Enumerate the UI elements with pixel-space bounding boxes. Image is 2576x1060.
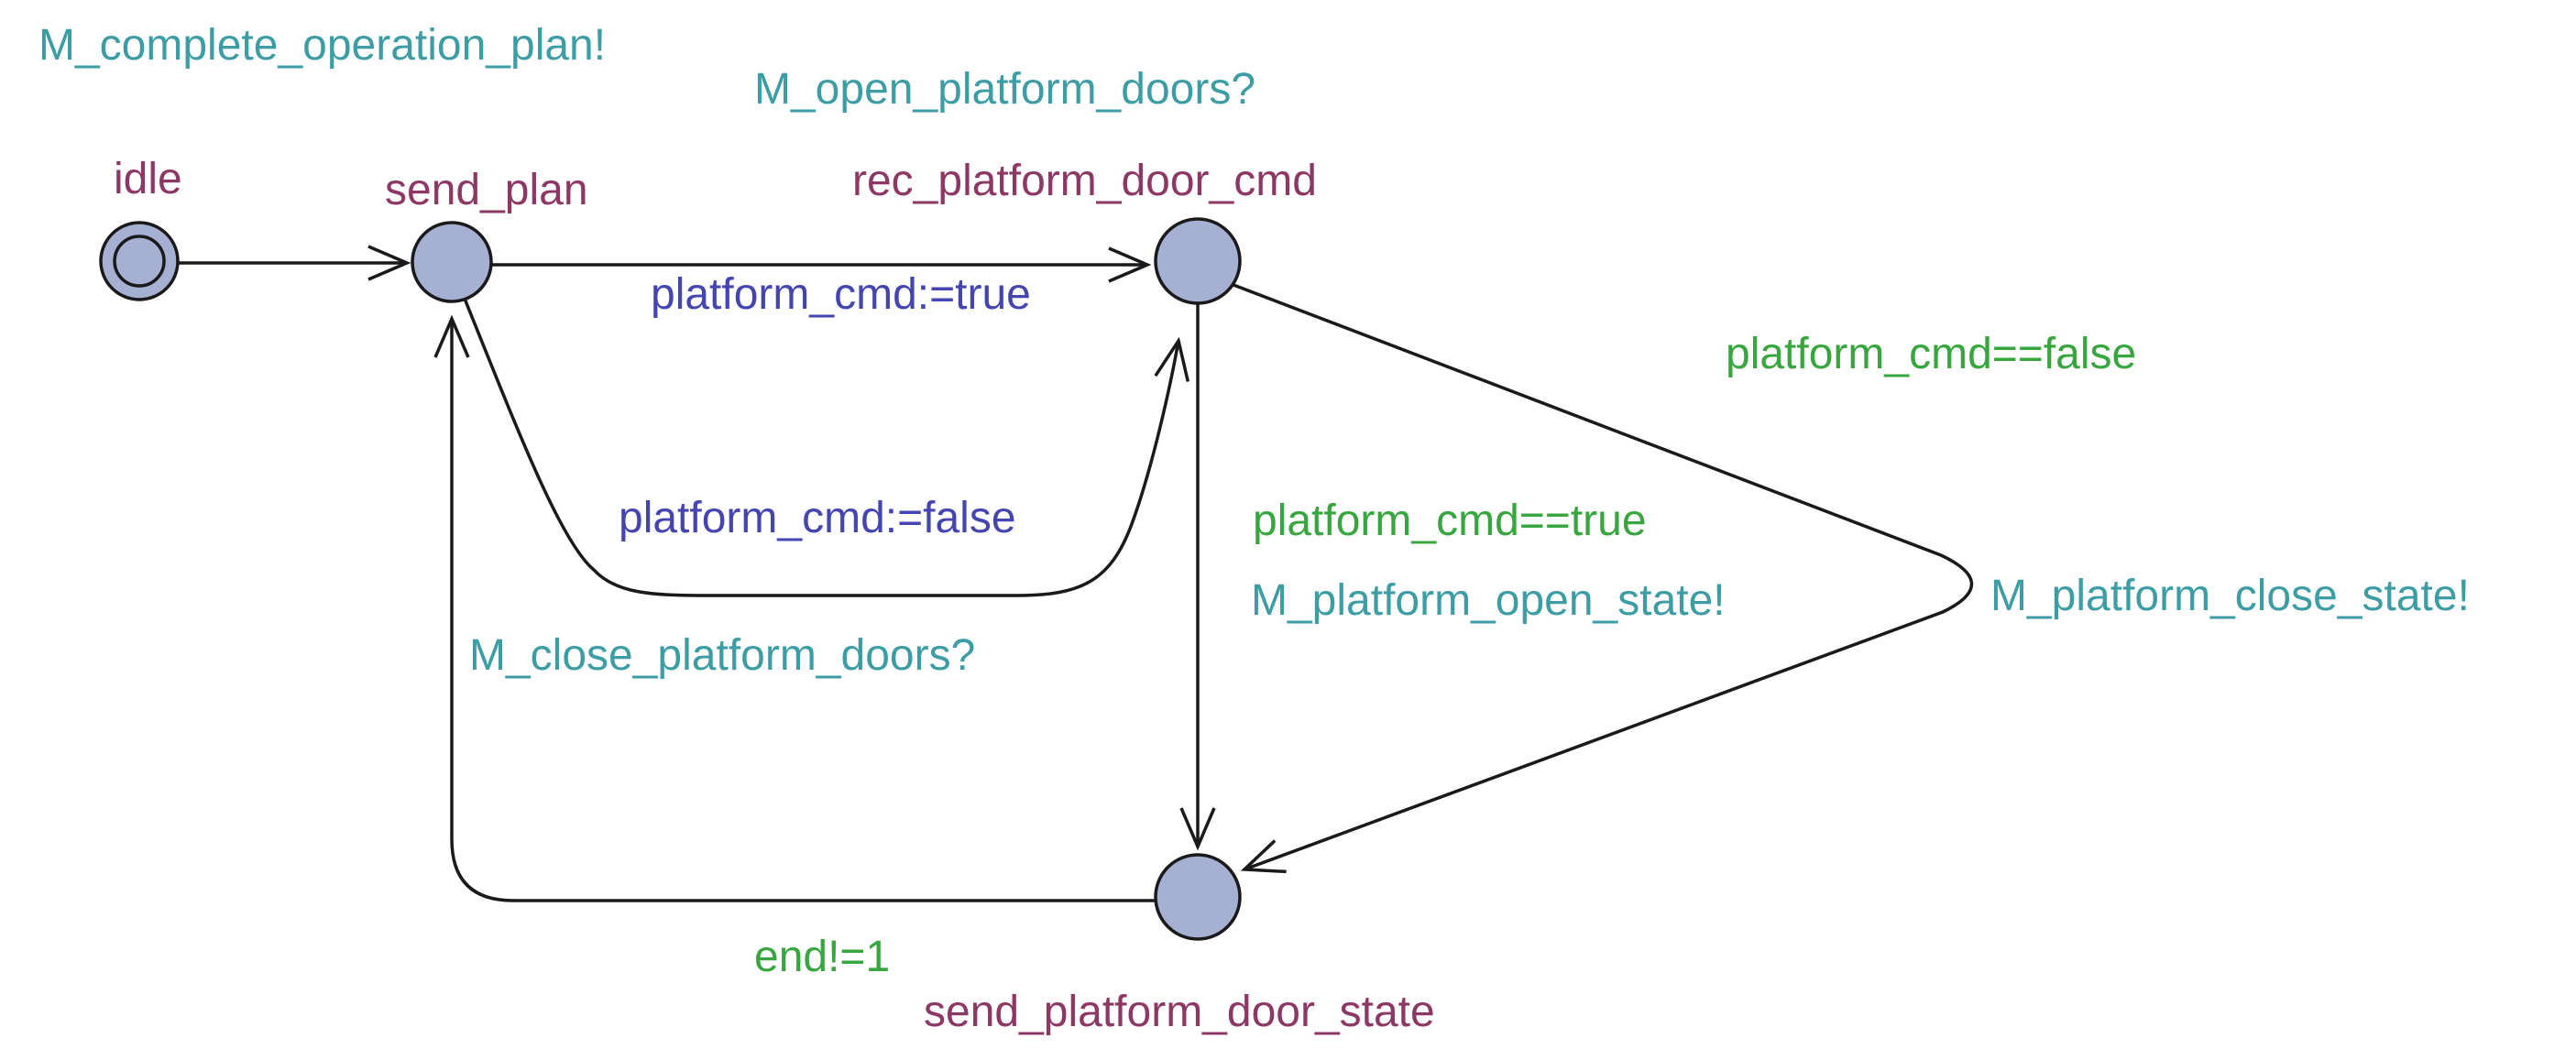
edge-send-state-to-send-plan-return[interactable]	[433, 314, 1156, 902]
label-sync-close-platform-doors[interactable]: M_close_platform_doors?	[469, 631, 976, 680]
label-location-send-plan[interactable]: send_plan	[385, 166, 588, 214]
label-sync-complete-operation-plan[interactable]: M_complete_operation_plan!	[38, 21, 607, 70]
label-update-platform-cmd-false[interactable]: platform_cmd:=false	[619, 494, 1016, 542]
label-guard-end-neq-1[interactable]: end!=1	[754, 933, 891, 981]
label-location-send-platform-door-state[interactable]: send_platform_door_state	[924, 988, 1435, 1036]
label-sync-open-platform-doors[interactable]: M_open_platform_doors?	[754, 65, 1256, 114]
label-guard-platform-cmd-eq-false[interactable]: platform_cmd==false	[1726, 330, 2137, 378]
label-guard-platform-cmd-eq-true[interactable]: platform_cmd==true	[1253, 497, 1647, 545]
label-sync-platform-open-state[interactable]: M_platform_open_state!	[1251, 576, 1726, 625]
label-location-rec-platform-door-cmd[interactable]: rec_platform_door_cmd	[852, 157, 1317, 205]
edge-rec-to-send-state-right-fork[interactable]	[1233, 283, 1974, 874]
location-idle[interactable]	[99, 221, 180, 301]
location-send-platform-door-state[interactable]	[1154, 853, 1242, 941]
initial-location-ring	[113, 235, 166, 288]
label-location-idle[interactable]: idle	[114, 155, 182, 203]
location-send-plan[interactable]	[411, 221, 493, 303]
edge-send-plan-to-rec-curve[interactable]	[463, 298, 1190, 597]
label-sync-platform-close-state[interactable]: M_platform_close_state!	[1990, 572, 2470, 620]
location-rec-platform-door-cmd[interactable]	[1154, 217, 1242, 305]
label-update-platform-cmd-true[interactable]: platform_cmd:=true	[651, 270, 1031, 319]
